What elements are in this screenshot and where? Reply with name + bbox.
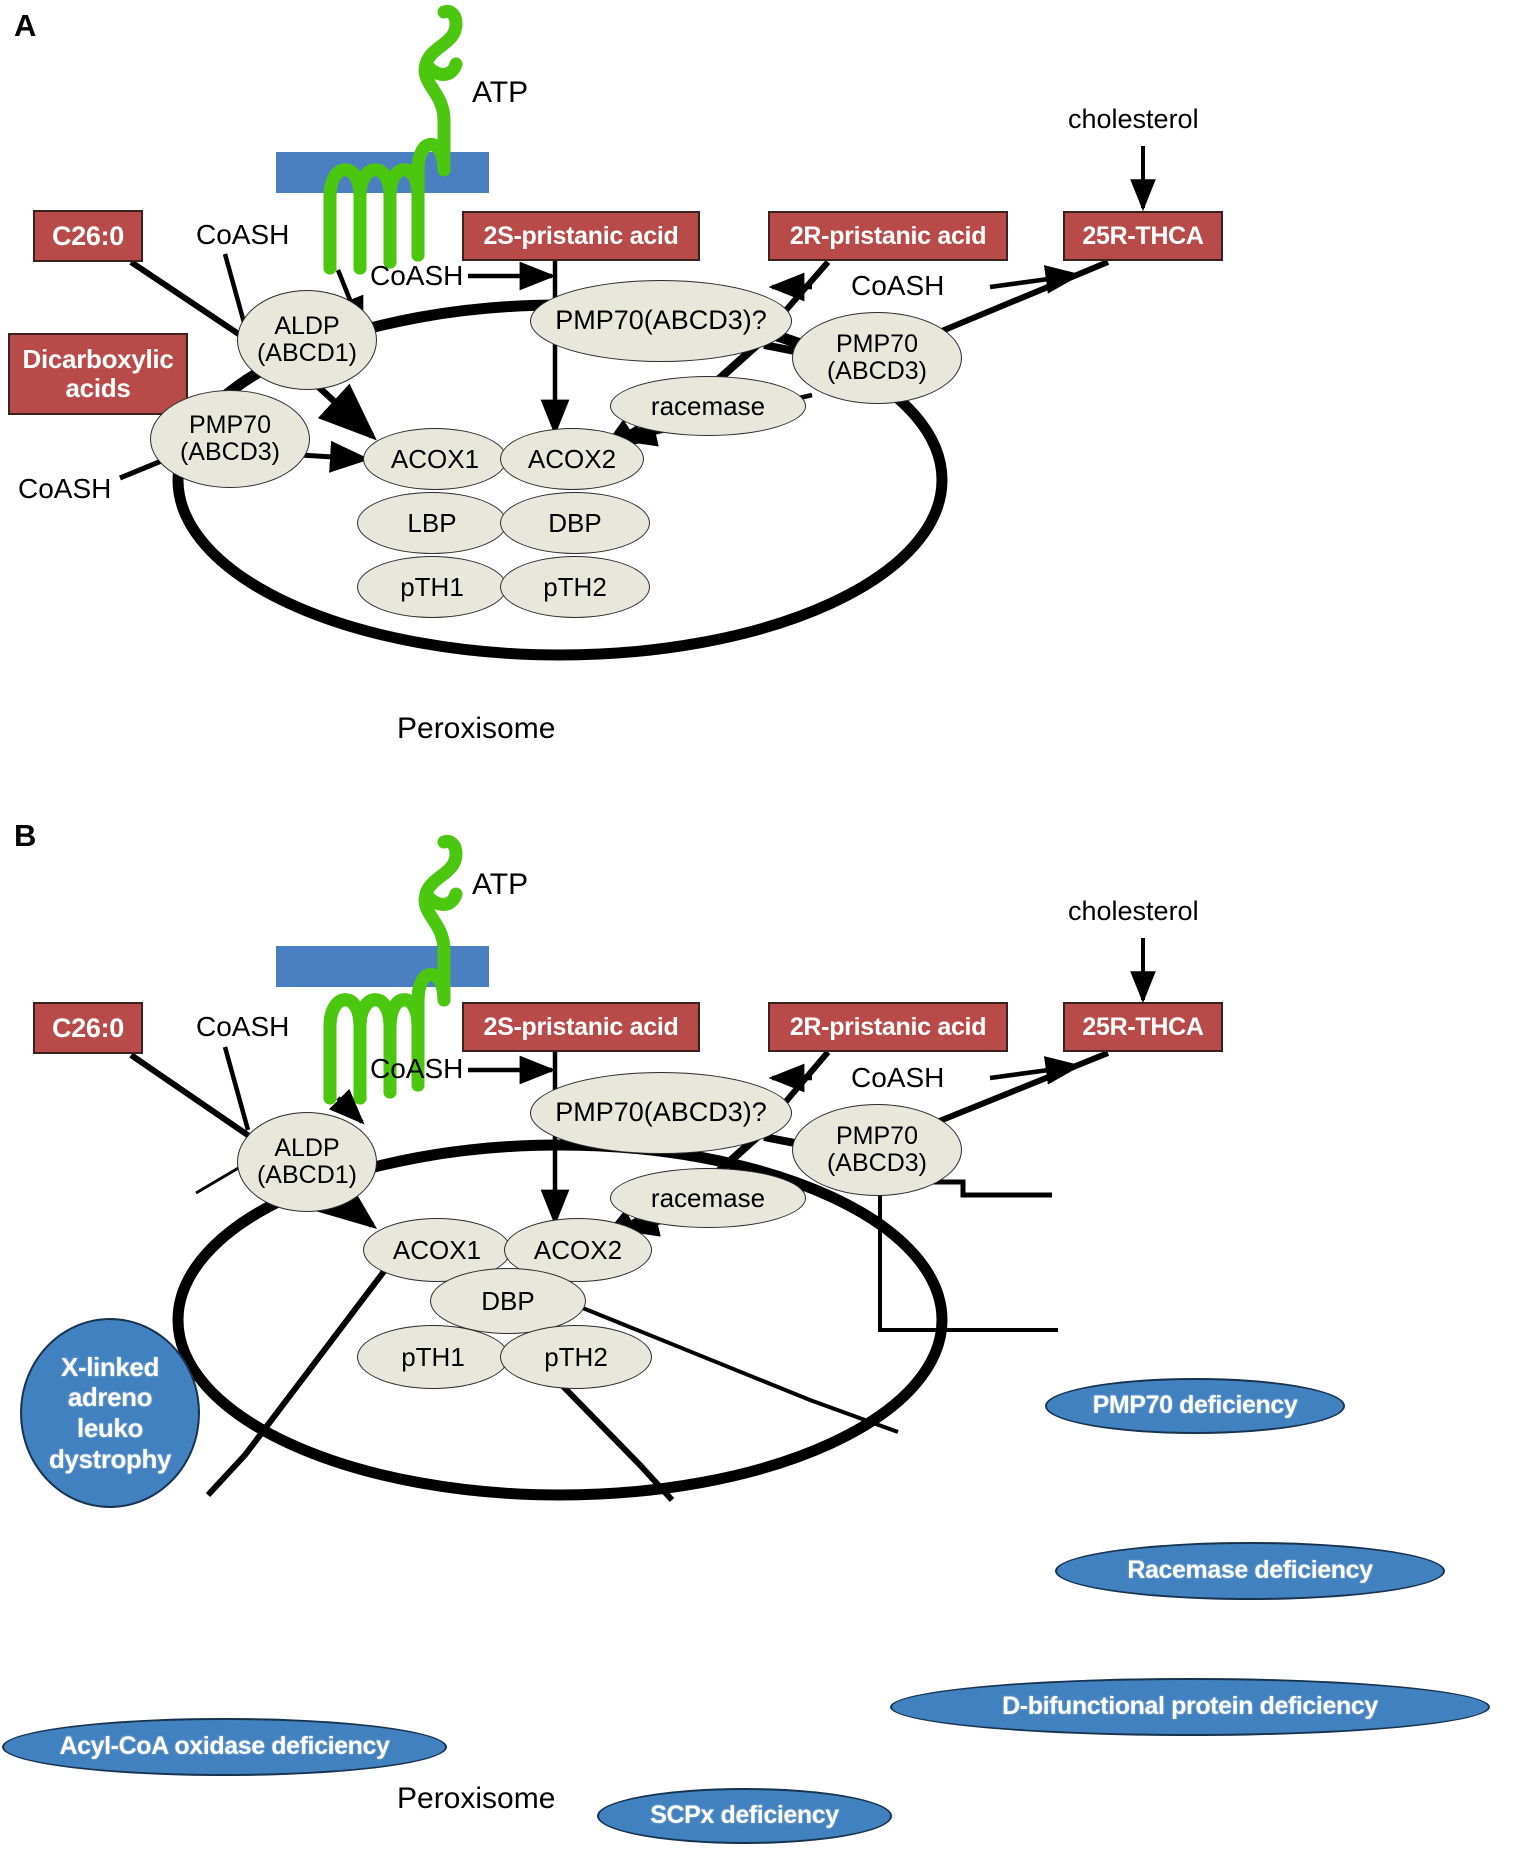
coash-label-a-1: CoASH — [196, 219, 290, 250]
transporter-pmp70-question-a[interactable]: PMP70(ABCD3)? — [530, 280, 792, 362]
disease-dbp-deficiency[interactable]: D-bifunctional protein deficiency — [890, 1678, 1490, 1736]
coash-label-a-2: CoASH — [18, 473, 112, 504]
panel-letter-a: A — [14, 8, 37, 43]
atp-label-b: ATP — [472, 868, 529, 901]
substrate-box-c26-a[interactable]: C26:0 — [33, 210, 143, 262]
disease-scpx-deficiency[interactable]: SCPx deficiency — [597, 1788, 892, 1844]
transporter-pmp70-left-a[interactable]: PMP70 (ABCD3) — [150, 390, 310, 488]
substrate-box-2r-pristanic-a[interactable]: 2R-pristanic acid — [768, 211, 1008, 261]
transporter-aldp-a[interactable]: ALDP (ABCD1) — [237, 290, 377, 390]
membrane-band-b — [276, 946, 489, 987]
enzyme-pth2-a[interactable]: pTH2 — [500, 556, 650, 618]
substrate-box-dicarboxylic-a[interactable]: Dicarboxylic acids — [8, 333, 188, 415]
enzyme-lbp-a[interactable]: LBP — [357, 492, 507, 554]
membrane-band-a — [276, 152, 489, 193]
disease-pmp70-deficiency[interactable]: PMP70 deficiency — [1045, 1378, 1345, 1434]
organelle-label-b: Peroxisome — [397, 1782, 556, 1815]
enzyme-racemase-a[interactable]: racemase — [610, 376, 806, 436]
line-c26-aldp-b — [129, 1052, 257, 1143]
substrate-box-2r-pristanic-b[interactable]: 2R-pristanic acid — [768, 1002, 1008, 1052]
coash-label-b-3: CoASH — [851, 1062, 945, 1093]
substrate-box-2s-pristanic-a[interactable]: 2S-pristanic acid — [462, 211, 700, 261]
organelle-label-a: Peroxisome — [397, 712, 556, 745]
arrow-aldp-acox1-a — [309, 378, 377, 441]
cholesterol-label-a: cholesterol — [1068, 104, 1199, 134]
leader-scpx-def — [549, 1372, 675, 1503]
leader-racemase-def — [878, 1187, 1058, 1332]
coash-label-a-3: CoASH — [370, 260, 464, 291]
substrate-box-2s-pristanic-b[interactable]: 2S-pristanic acid — [462, 1002, 700, 1052]
coash-label-b-1: CoASH — [196, 1011, 290, 1042]
coash-label-b-2: CoASH — [370, 1053, 464, 1084]
arrow-coash-thca-b — [989, 1056, 1082, 1085]
disease-racemase-deficiency[interactable]: Racemase deficiency — [1055, 1542, 1445, 1600]
cholesterol-label-b: cholesterol — [1068, 896, 1199, 926]
transporter-pmp70-right-a[interactable]: PMP70 (ABCD3) — [792, 312, 962, 404]
enzyme-acox2-a[interactable]: ACOX2 — [500, 428, 644, 490]
enzyme-pth2-b[interactable]: pTH2 — [500, 1325, 652, 1389]
transporter-helix-a — [323, 5, 463, 275]
leader-pmp70-def — [926, 1179, 1052, 1198]
line-coash-b1 — [222, 1046, 251, 1131]
transporter-pmp70-right-b[interactable]: PMP70 (ABCD3) — [792, 1104, 962, 1196]
arrow-pmp70l-acox1-a — [299, 440, 370, 473]
disease-xald[interactable]: X-linked adreno leuko dystrophy — [20, 1318, 200, 1508]
enzyme-pth1-b[interactable]: pTH1 — [357, 1325, 509, 1389]
substrate-box-c26-b[interactable]: C26:0 — [33, 1002, 143, 1054]
substrate-box-25r-thca-b[interactable]: 25R-THCA — [1063, 1002, 1223, 1052]
arrow-coash-thca-a — [989, 265, 1082, 294]
transporter-pmp70-question-b[interactable]: PMP70(ABCD3)? — [530, 1072, 792, 1154]
atp-label-a: ATP — [472, 76, 529, 109]
enzyme-dbp-a[interactable]: DBP — [500, 492, 650, 554]
coash-label-a-4: CoASH — [851, 270, 945, 301]
disease-acox-deficiency[interactable]: Acyl-CoA oxidase deficiency — [2, 1718, 447, 1776]
enzyme-acox1-a[interactable]: ACOX1 — [363, 428, 507, 490]
enzyme-racemase-b[interactable]: racemase — [610, 1168, 806, 1228]
transporter-aldp-b[interactable]: ALDP (ABCD1) — [237, 1112, 377, 1212]
panel-letter-b: B — [14, 818, 37, 853]
enzyme-dbp-b[interactable]: DBP — [430, 1268, 586, 1334]
leader-acox-def — [205, 1268, 388, 1498]
enzyme-pth1-a[interactable]: pTH1 — [357, 556, 507, 618]
substrate-box-25r-thca-a[interactable]: 25R-THCA — [1063, 211, 1223, 261]
